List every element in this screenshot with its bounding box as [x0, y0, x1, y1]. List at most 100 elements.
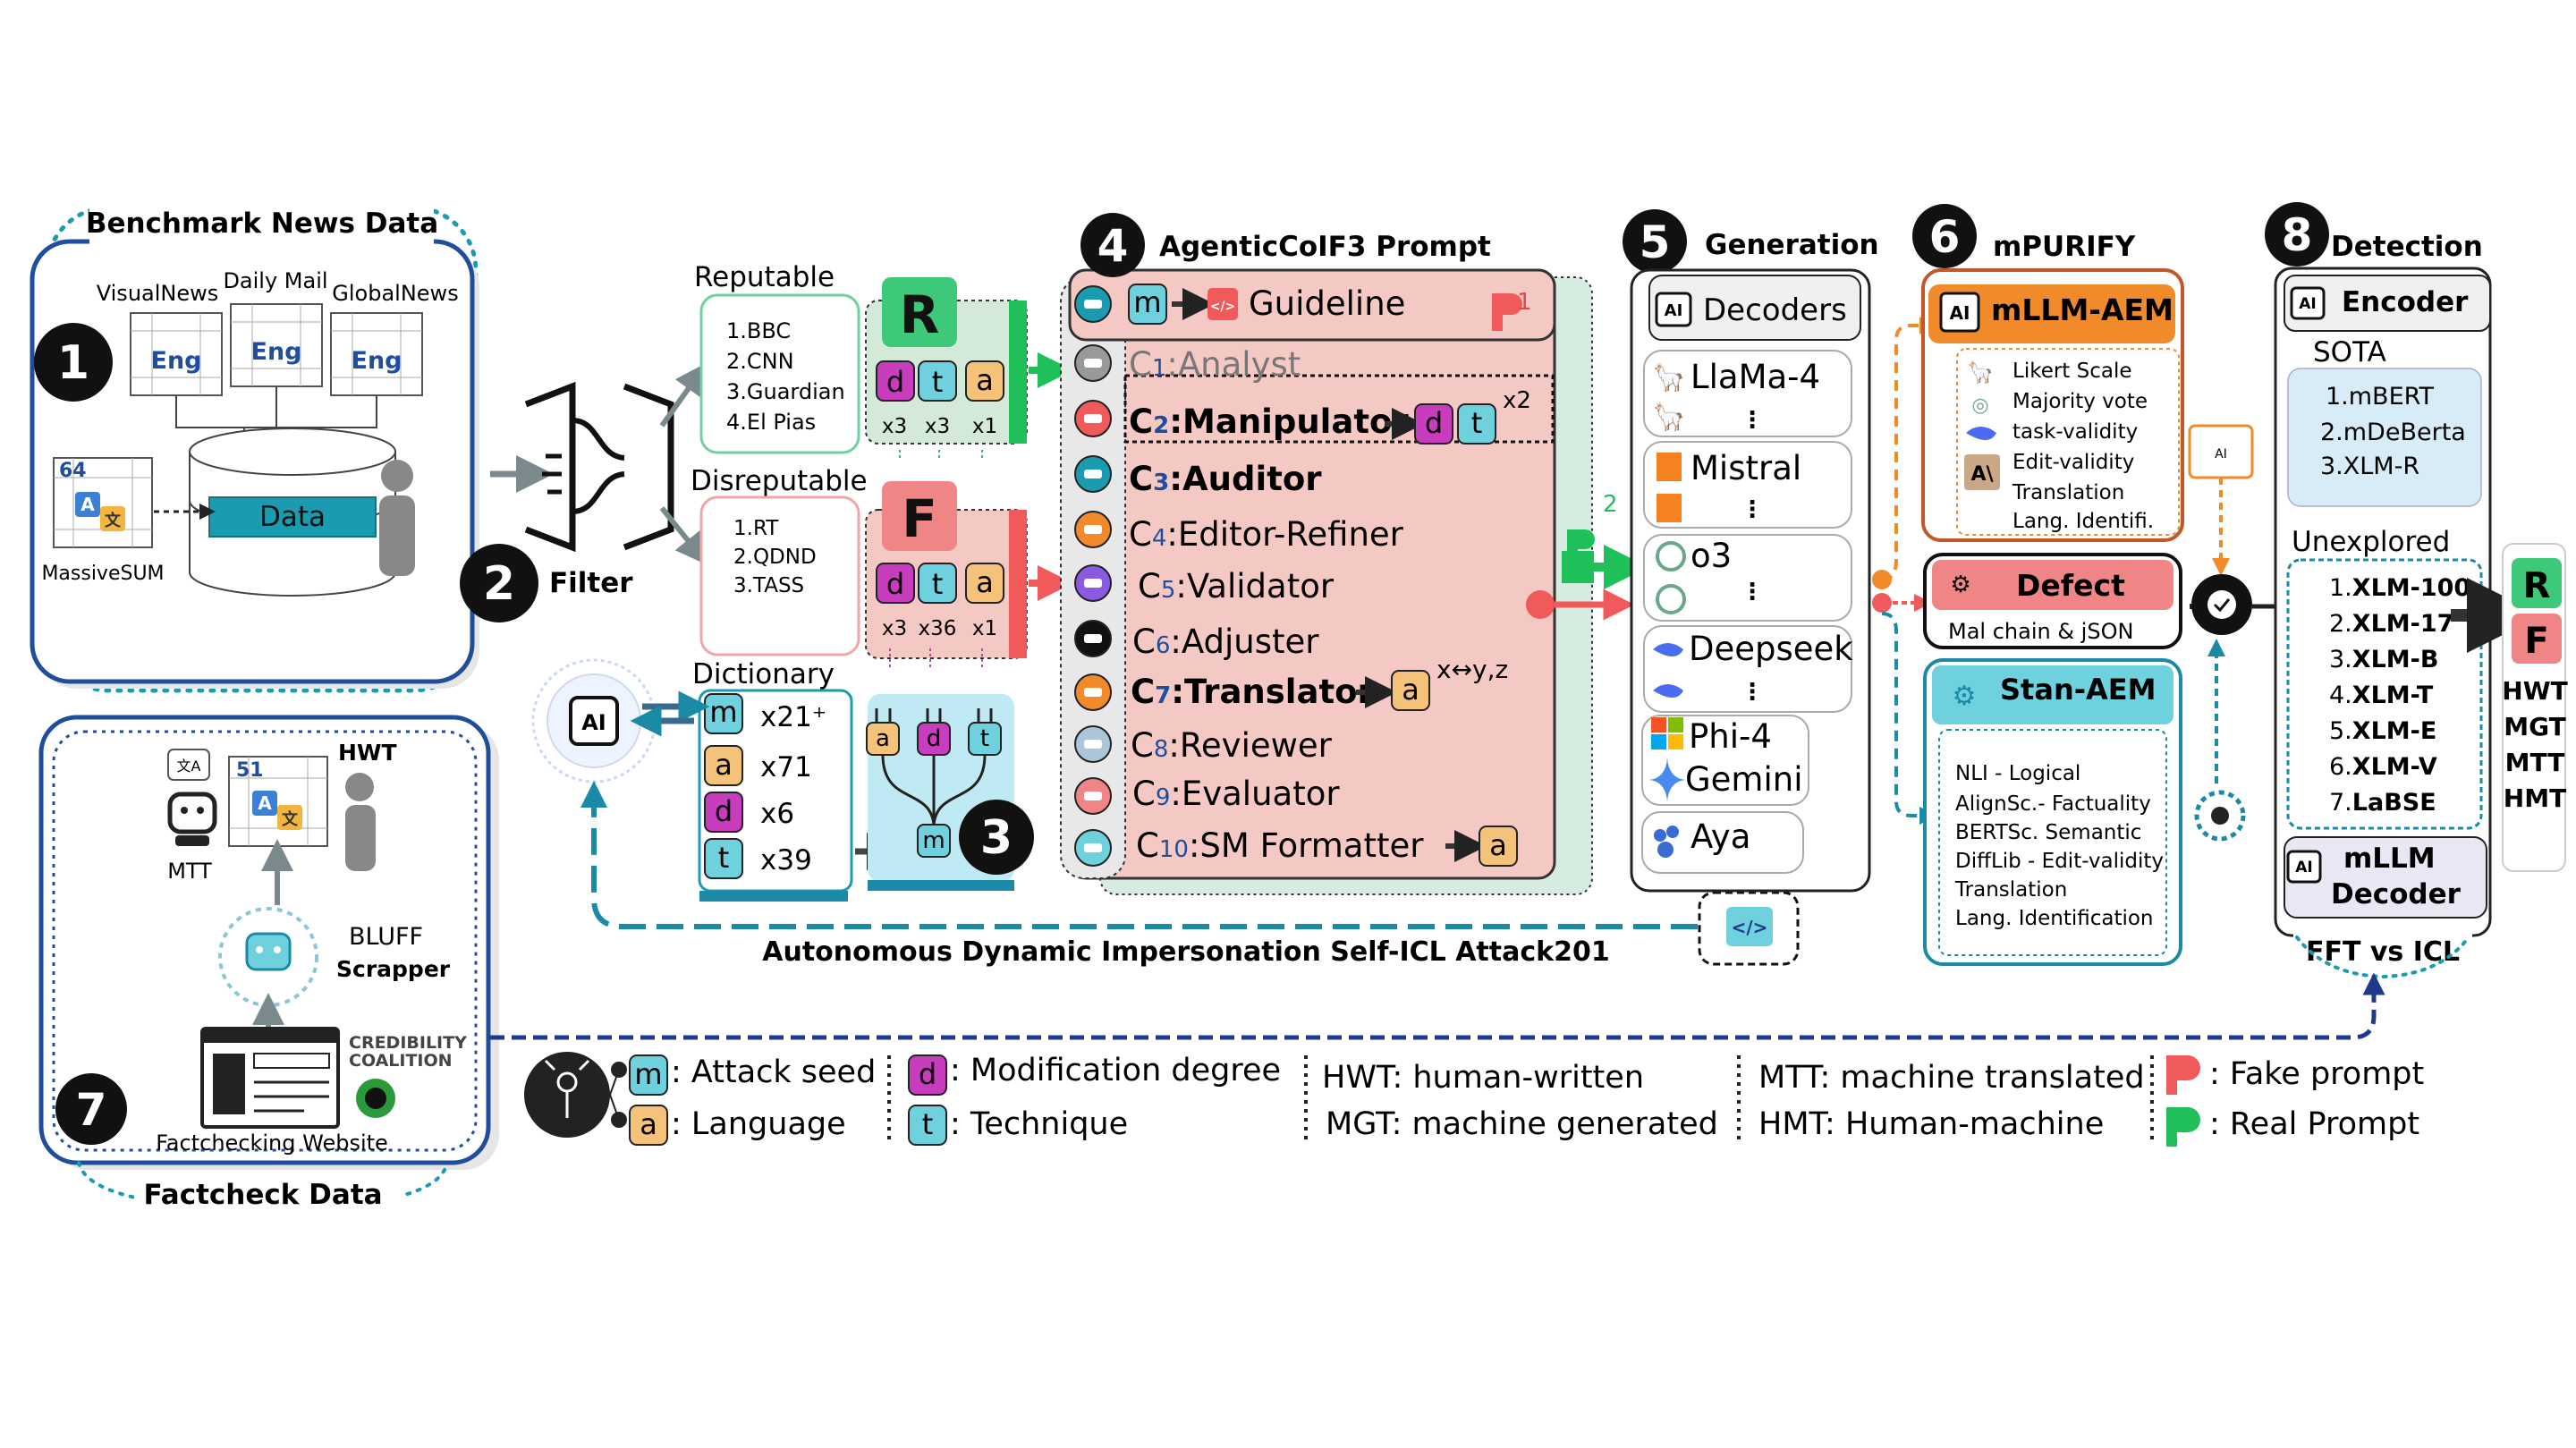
legend-attack-seed: : Attack seed: [671, 1054, 876, 1090]
svg-text:C3:Auditor: C3:Auditor: [1129, 460, 1322, 498]
legend-fake: : Fake prompt: [2209, 1056, 2424, 1092]
guideline-lock-icon: [1208, 288, 1238, 320]
source-globalnews: GlobalNews: [332, 281, 458, 306]
manipulator-multiplier: x2: [1503, 387, 1531, 414]
model-deepseek: Deepseek: [1689, 630, 1853, 668]
model-card-aya: [1641, 811, 1804, 874]
source-dailymail: Daily Mail: [223, 268, 327, 293]
defect-sub: Mal chain & jSON: [1948, 619, 2133, 644]
stan-item-4: DiffLib - Edit-validity: [1955, 850, 2164, 873]
svg-text:AI: AI: [581, 710, 606, 735]
unexplored-item: 6.XLM-V: [2329, 753, 2437, 781]
legend-chip-t: [908, 1105, 947, 1146]
unexplored-item: 4.XLM-T: [2329, 682, 2434, 709]
reputable-item-4: 4.El Pias: [726, 410, 816, 435]
model-mistral: Mistral: [1690, 449, 1801, 487]
ai-agent-globe: AI: [531, 658, 710, 783]
factcheck-count: 51: [236, 759, 264, 782]
step-3-badge: [959, 800, 1034, 875]
doc-card-globalnews: Eng: [330, 312, 423, 396]
svg-text:文A: 文A: [177, 758, 201, 775]
svg-text:a: a: [1489, 828, 1507, 862]
model-card-phi-gemini: [1641, 715, 1809, 806]
chain-step-3: C3:Auditor: [1129, 460, 1322, 498]
real-logo-letter: R: [900, 284, 940, 345]
deepseek-icon: [1653, 643, 1683, 656]
svg-text:a: a: [640, 1107, 657, 1141]
step-2-badge: [460, 544, 538, 622]
fake-prompt-icon: [1492, 293, 1522, 331]
dict-val-t: x39: [760, 844, 812, 876]
unexplored-item: 1.XLM-100: [2329, 574, 2470, 602]
svg-text:F: F: [2524, 621, 2548, 662]
model-aya: Aya: [1690, 817, 1750, 856]
svg-text:◎: ◎: [1971, 394, 1988, 417]
real-logo-badge: [882, 277, 957, 347]
attr-t-chip: [918, 360, 957, 402]
model-gemini: Gemini: [1685, 760, 1803, 799]
svg-text:m: m: [922, 827, 945, 854]
sota-item-3: 3.XLM-R: [2320, 453, 2419, 480]
step-5-badge: [1623, 209, 1687, 274]
reputable-title: Reputable: [694, 261, 835, 293]
legend-hmt: HMT: Human-machine: [1758, 1106, 2104, 1142]
fake-label-badge: [2512, 614, 2562, 664]
legend-chip-d: [908, 1054, 947, 1096]
step-4-badge: [1080, 213, 1145, 277]
website-label: Factchecking Website: [156, 1130, 388, 1156]
step-3-number: 3: [980, 811, 1013, 865]
aem-ai-icon: [1939, 292, 1980, 333]
reputable-mult-d: x3: [882, 415, 907, 438]
disreputable-mult-d: x3: [882, 617, 907, 640]
dict-chip-a: [704, 745, 743, 786]
prompt-sup-1: 1: [1517, 289, 1532, 316]
agent-avatar-face: [1084, 579, 1102, 588]
unexplored-item: 7.LaBSE: [2329, 789, 2436, 817]
step-4-number: 4: [1097, 220, 1129, 272]
svg-text:A: A: [258, 792, 272, 814]
svg-text:AI: AI: [2295, 859, 2312, 876]
stan-item-1: NLI - Logical: [1955, 762, 2080, 785]
disreputable-item-1: 1.RT: [733, 517, 779, 540]
agent-avatar-face: [1084, 300, 1102, 309]
unexplored-item: 3.XLM-B: [2329, 646, 2438, 673]
reputable-item-2: 2.CNN: [726, 349, 794, 374]
model-phi: Phi-4: [1689, 717, 1772, 756]
aem-item-5: Translation: [2012, 481, 2124, 504]
svg-text:d: d: [927, 725, 942, 752]
factcheck-doc-card: 51 A 文: [228, 756, 328, 847]
mtt-robot-icon: 文A: [167, 749, 217, 846]
prompt-title: AgenticCoIF3 Prompt: [1159, 231, 1491, 263]
section-generation: 5 Generation AI Decoders LlaMa-4 🦙 🦙 ⋮ M…: [1623, 209, 1879, 893]
mpurify-title: mPURIFY: [1993, 231, 2136, 263]
dict-val-m: x21⁺: [760, 701, 826, 733]
step-1-badge: [34, 323, 113, 402]
generation-to-purify-arrows: [1872, 317, 1937, 825]
reputable-list-box: [699, 293, 860, 454]
section-agentic-prompt: 4 AgenticCoIF3 Prompt m </> Guideline 1 …: [899, 213, 1648, 895]
guideline-row: [1068, 268, 1556, 342]
tree-bar: [868, 880, 1014, 891]
svg-text:⋮: ⋮: [1741, 679, 1764, 706]
legend-chip-m: [629, 1054, 668, 1096]
section-factcheck: Factcheck Data 7 文A MTT 51 A 文 HWT: [38, 715, 2385, 1216]
legend-mgt: MGT: machine generated: [1326, 1106, 1718, 1142]
dict-chip-t: [704, 838, 743, 879]
aem-item-3: task-validity: [2012, 420, 2138, 444]
svg-text:C2:Manipulator: C2:Manipulator: [1129, 402, 1409, 441]
agent-avatar-face: [1084, 843, 1102, 852]
attr-d-chip: [876, 360, 915, 402]
coalition-line-2: COALITION: [349, 1051, 453, 1071]
scrapper-label: Scrapper: [336, 956, 451, 982]
agent-avatar-face: [1084, 525, 1102, 534]
unexplored-item: 2.XLM-17: [2329, 610, 2453, 638]
doc-card-visualnews: Eng: [130, 312, 223, 396]
factcheck-title: Factcheck Data: [143, 1179, 382, 1211]
svg-text:A\: A\: [1970, 463, 1994, 486]
svg-text:a: a: [976, 363, 994, 397]
label-hmt: HMT: [2504, 783, 2566, 813]
aem-item-4: Edit-validity: [2012, 451, 2134, 474]
decoder-line-1: mLLM: [2343, 843, 2436, 875]
dict-val-a: x71: [760, 751, 812, 783]
